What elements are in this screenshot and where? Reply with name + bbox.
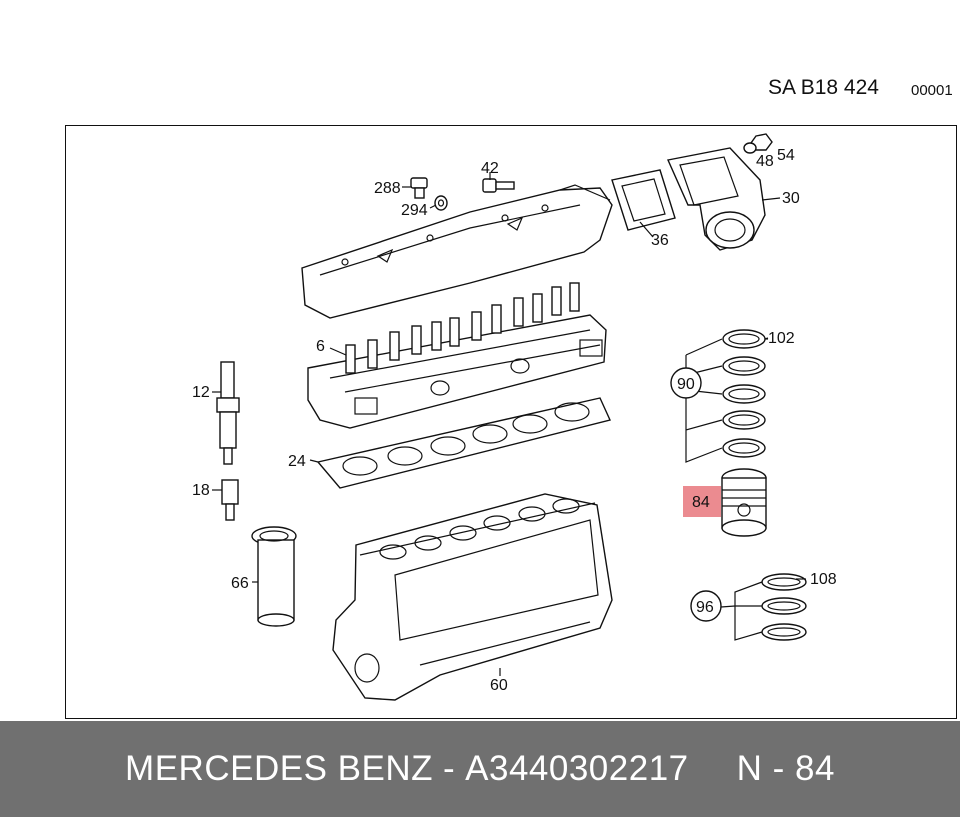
- injector-12-part[interactable]: [216, 361, 240, 465]
- label-288[interactable]: 288: [374, 180, 401, 197]
- engine-block-60-part[interactable]: [332, 493, 613, 701]
- callout-circle-90: [670, 367, 702, 399]
- diagram-number: 00001: [911, 82, 953, 99]
- separator: -: [442, 749, 456, 788]
- label-90[interactable]: 90: [677, 376, 695, 393]
- label-36[interactable]: 36: [651, 232, 669, 249]
- label-30[interactable]: 30: [782, 190, 800, 207]
- label-54[interactable]: 54: [777, 147, 795, 164]
- label-48[interactable]: 48: [756, 153, 774, 170]
- label-60[interactable]: 60: [490, 677, 508, 694]
- label-12[interactable]: 12: [192, 384, 210, 401]
- highlight-84: [683, 486, 721, 517]
- label-42[interactable]: 42: [481, 160, 499, 177]
- label-18[interactable]: 18: [192, 482, 210, 499]
- cylinder-head-part[interactable]: [307, 314, 607, 429]
- part-info-bar: MERCEDES BENZ - A3440302217 N - 84: [0, 721, 960, 817]
- position-number: N - 84: [736, 749, 835, 788]
- nozzle-18-part[interactable]: [221, 479, 239, 521]
- callout-circle-96: [690, 590, 722, 622]
- label-66[interactable]: 66: [231, 575, 249, 592]
- valve-springs-part[interactable]: [345, 282, 580, 374]
- bolt-42-part[interactable]: [482, 178, 515, 193]
- liner-66-part[interactable]: [251, 526, 297, 627]
- piston-84-part[interactable]: [721, 468, 767, 537]
- part-number: A3440302217: [465, 749, 689, 788]
- label-6[interactable]: 6: [316, 338, 325, 355]
- gasket-36-part[interactable]: [611, 169, 676, 231]
- head-gasket-24-part[interactable]: [316, 397, 611, 489]
- diagram-code: SA B18 424: [768, 76, 879, 99]
- label-108[interactable]: 108: [810, 571, 837, 588]
- plug-288-part[interactable]: [410, 177, 428, 199]
- label-24[interactable]: 24: [288, 453, 306, 470]
- head-cover-part[interactable]: [301, 184, 613, 319]
- brand-name: MERCEDES BENZ: [125, 749, 433, 788]
- circlips-96-part[interactable]: [734, 573, 807, 641]
- label-102[interactable]: 102: [768, 330, 795, 347]
- label-84[interactable]: 84: [692, 494, 710, 511]
- piston-rings-90-part[interactable]: [685, 329, 768, 463]
- washer-48-part[interactable]: [743, 142, 757, 154]
- washer-294-part[interactable]: [434, 195, 448, 211]
- label-96[interactable]: 96: [696, 599, 714, 616]
- elbow-30-part[interactable]: [667, 147, 766, 251]
- label-294[interactable]: 294: [401, 202, 428, 219]
